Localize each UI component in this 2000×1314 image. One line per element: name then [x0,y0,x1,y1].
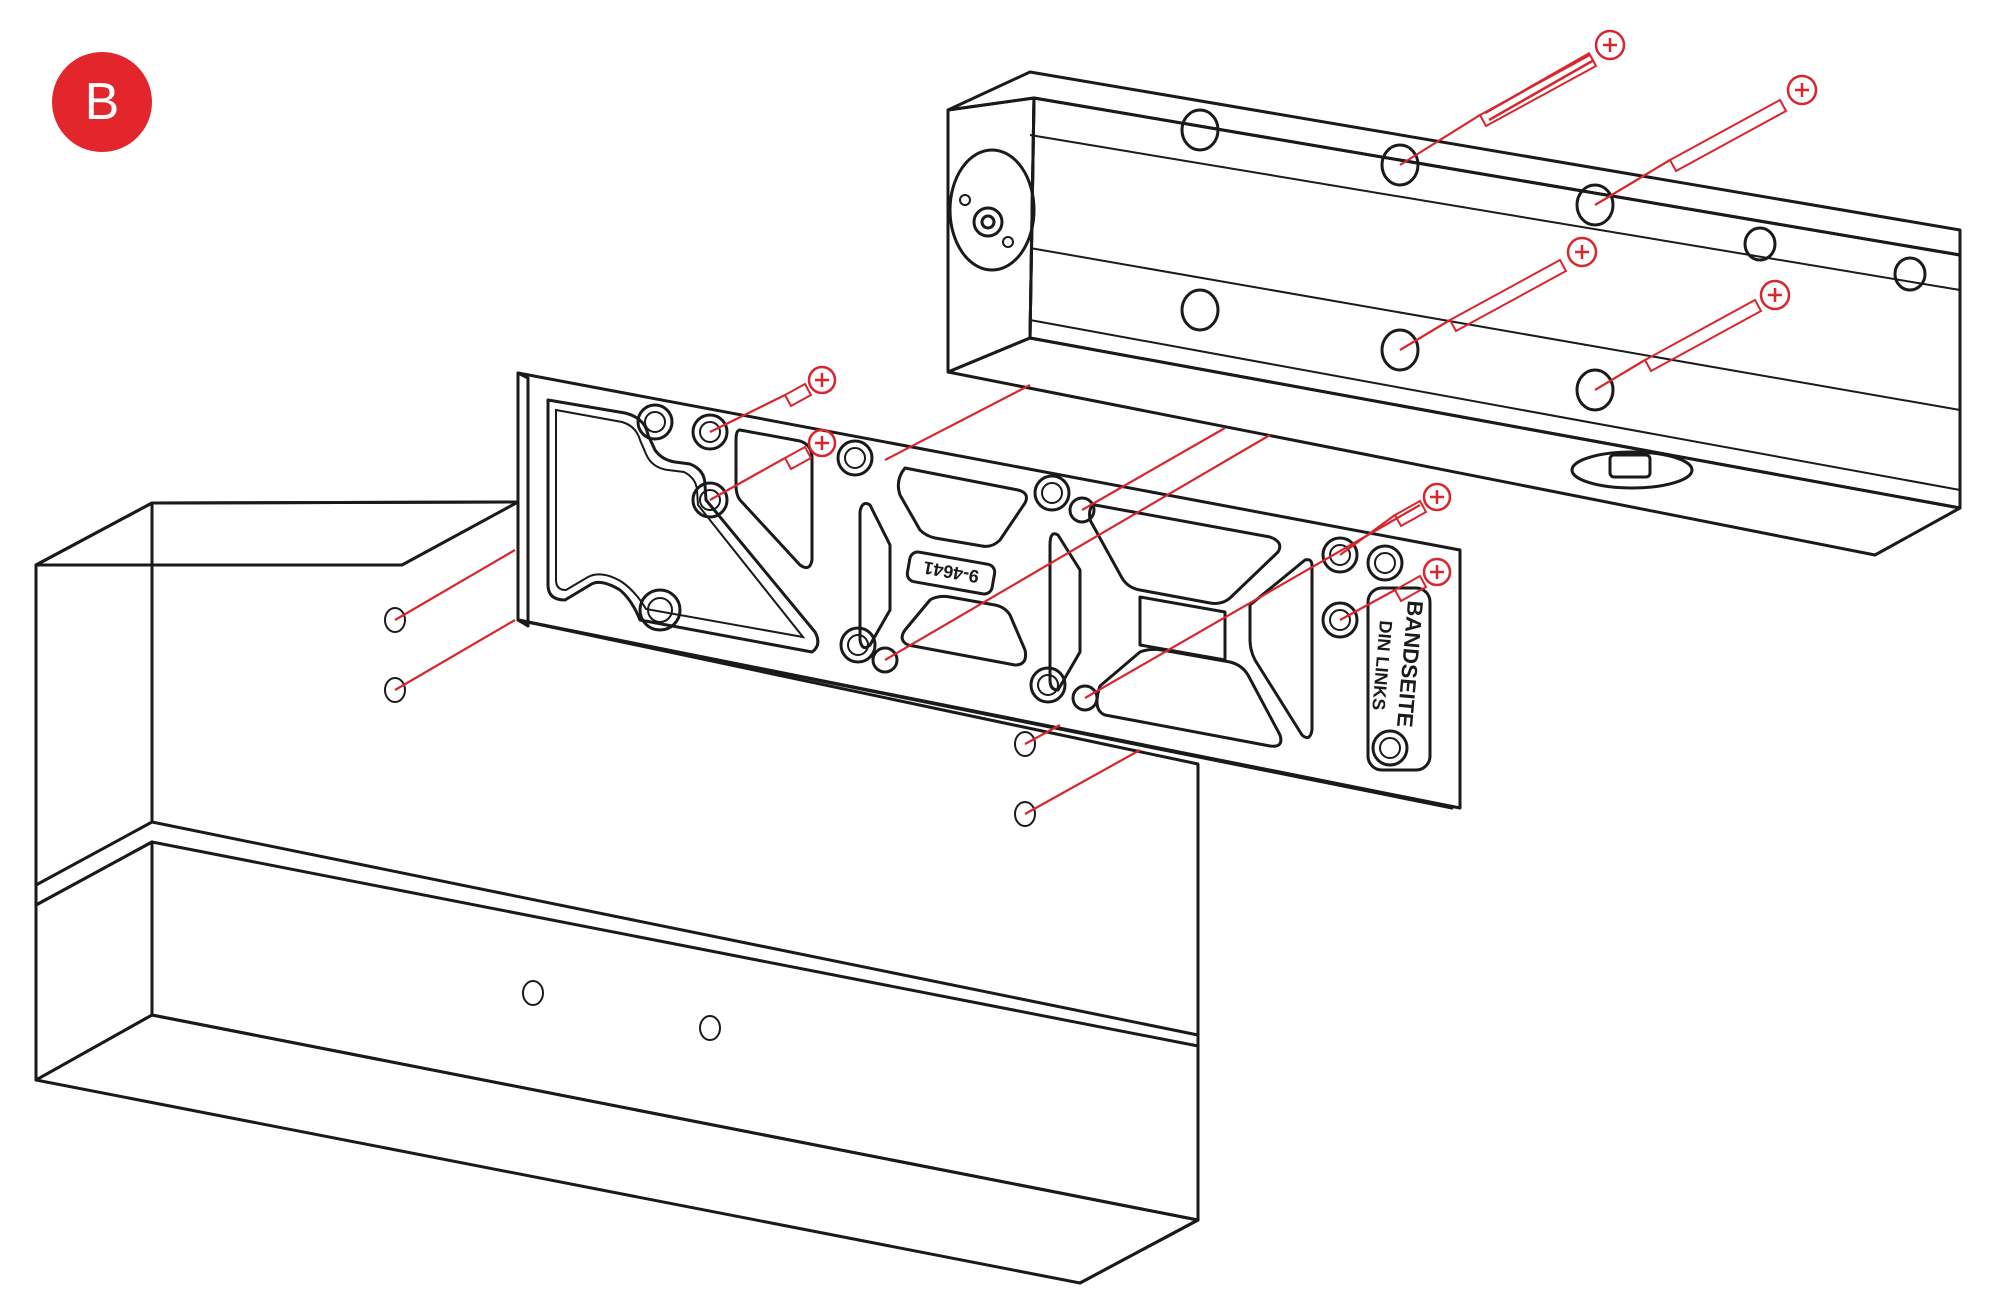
closer-bottom-spindle-ring [1570,450,1694,490]
plate-pocket-center-left [858,502,892,650]
plate-pocket-left-upper [734,428,814,570]
drill-hole [1014,801,1036,827]
drill-hole [699,1015,721,1041]
step-badge: B [52,52,152,152]
long-screw [1448,236,1598,333]
plate-bottom-edge [516,618,1454,810]
drill-hole [522,980,544,1006]
short-screw [783,365,837,408]
screws [783,29,1818,603]
plate-pocket-left [546,398,820,654]
closer-groove-top [1029,134,1961,291]
frame-gap-line [34,840,154,907]
step-label: B [84,73,120,131]
closer-edge [1028,96,1036,340]
plate-pocket-right-upper [1088,503,1282,605]
closer-spindle-core [980,214,996,230]
drill-hole [1014,731,1036,757]
plate-pocket-right-edge [1248,558,1314,740]
plate-pocket-center-top [896,466,1028,548]
plate-label-line2: DIN LINKS [1368,620,1396,711]
alignment-guides [394,114,1671,815]
door-closer-body [946,70,1962,557]
plate-pocket-right-tall [1048,532,1082,692]
frame-upper-top [34,500,520,567]
closer-bottom-spindle [1608,453,1652,479]
plate-edge [516,371,530,628]
long-screw [1668,74,1818,173]
closer-bottom-face [946,336,1962,557]
long-screw [1478,29,1626,128]
frame-upper-face [34,501,154,887]
long-screw [1643,279,1791,373]
frame-corner [1078,1218,1200,1285]
mounting-plate: 9-4641 BANDSEITE DIN LINKS [516,371,1462,810]
frame-lower-face [34,840,154,1082]
plate-pocket-right-lower [1095,647,1283,748]
drill-hole [384,677,406,703]
closer-end-screw [959,194,971,206]
short-screw [1393,557,1452,603]
closer-spindle [972,206,1004,238]
closer-top-face [946,70,1962,257]
frame-lower-side [150,840,1200,1222]
closer-holes [1180,108,1927,412]
drill-hole [384,607,406,633]
closer-front-face [1028,96,1962,510]
short-screw [1393,482,1452,528]
frame-upper-side [150,500,1200,1037]
plate-pocket-center-bottom [900,594,1027,667]
frame-lower-bottom [34,1013,1200,1285]
plate-pocket-left-inner [555,408,806,639]
door-frame [34,500,1200,1285]
closer-groove-mid [1029,247,1961,411]
closer-groove-bottom [1029,319,1961,491]
closer-end-screw [1002,236,1014,248]
closer-end-disc [948,148,1036,272]
plate-label-line1: BANDSEITE [1392,600,1428,729]
plate-holes [636,403,1409,767]
plate-code-box [905,550,997,596]
short-screw [783,428,837,471]
